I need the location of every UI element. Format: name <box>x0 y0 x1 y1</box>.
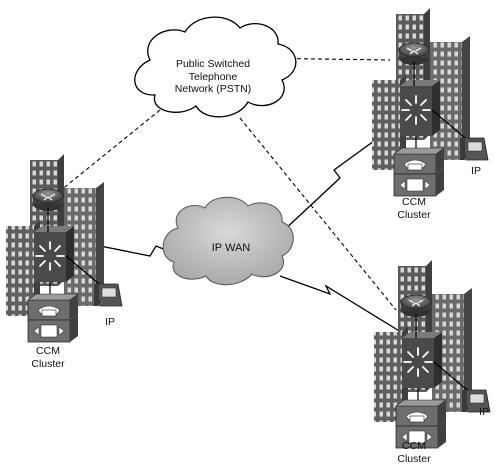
ccm-label-top-right-line1: CCM <box>402 196 426 208</box>
ip-label-top-right: IP <box>471 165 481 177</box>
ccm-label-top-right-line2: Cluster <box>397 208 431 221</box>
pstn-link-bottom-right <box>239 117 397 311</box>
pstn-link-left <box>54 109 161 196</box>
ccm-label-left-line2: Cluster <box>31 357 65 370</box>
ccm-label-left-line1: CCM <box>36 345 60 357</box>
ccm-cluster-label-bottom-right: CCM Cluster <box>384 440 444 465</box>
ip-label-bottom-right: IP <box>479 406 489 418</box>
wan-link-left <box>59 237 177 257</box>
site-bottom-right <box>373 259 491 449</box>
wan-link-bottom-right <box>279 275 415 341</box>
ip-label-left: IP <box>105 316 115 328</box>
wan-label: IP WAN <box>211 242 251 254</box>
pstn-label-line3: Network (PSTN) <box>174 83 252 95</box>
site-left <box>5 153 123 343</box>
ccm-label-bottom-right-line2: Cluster <box>397 452 431 465</box>
ccm-cluster-label-left: CCM Cluster <box>18 345 78 370</box>
pstn-cloud <box>134 16 297 118</box>
pstn-label-line2: Telephone <box>188 70 238 83</box>
pstn-label: Public Switched Telephone Network (PSTN) <box>148 58 278 96</box>
ccm-label-bottom-right-line1: CCM <box>402 440 426 452</box>
pstn-label-line1: Public Switched <box>175 58 251 70</box>
wan-cloud <box>162 196 294 286</box>
ccm-cluster-label-top-right: CCM Cluster <box>384 196 444 221</box>
